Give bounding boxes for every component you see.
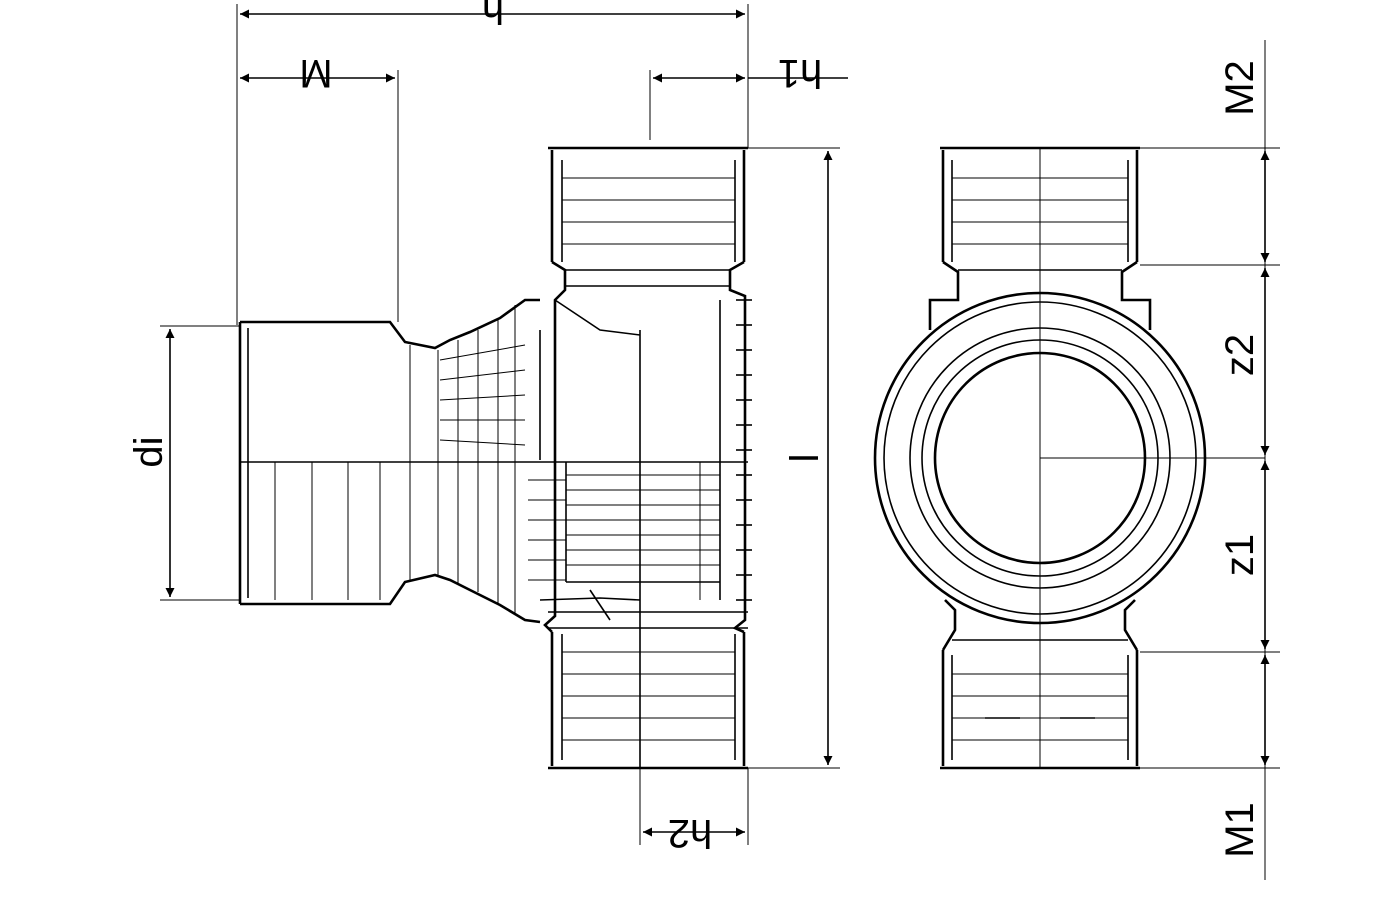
vertical-pipe-outline	[528, 146, 752, 770]
label-M1: M1	[1218, 802, 1262, 858]
label-h: h	[482, 0, 504, 31]
front-view: M2 z2 z1 M1	[873, 40, 1280, 880]
label-M2: M2	[1218, 60, 1262, 116]
label-h1: h1	[778, 51, 823, 95]
branch-socket	[238, 298, 566, 624]
front-branch-circles	[873, 148, 1265, 768]
label-di: di	[127, 436, 171, 467]
side-view: h M h1 di l	[127, 0, 848, 855]
front-dimension-chain: M2 z2 z1 M1	[1140, 40, 1280, 880]
dimension-M: M	[240, 51, 399, 322]
dimension-h2: h2	[639, 768, 749, 855]
dimension-l: l	[748, 147, 840, 769]
dimension-h1: h1	[649, 51, 848, 140]
label-z1: z1	[1218, 534, 1262, 576]
label-M: M	[299, 51, 332, 95]
label-z2: z2	[1218, 334, 1262, 376]
label-l: l	[783, 454, 827, 463]
label-h2: h2	[668, 811, 713, 855]
dimension-h: h	[236, 0, 749, 325]
dimension-di: di	[127, 325, 240, 601]
